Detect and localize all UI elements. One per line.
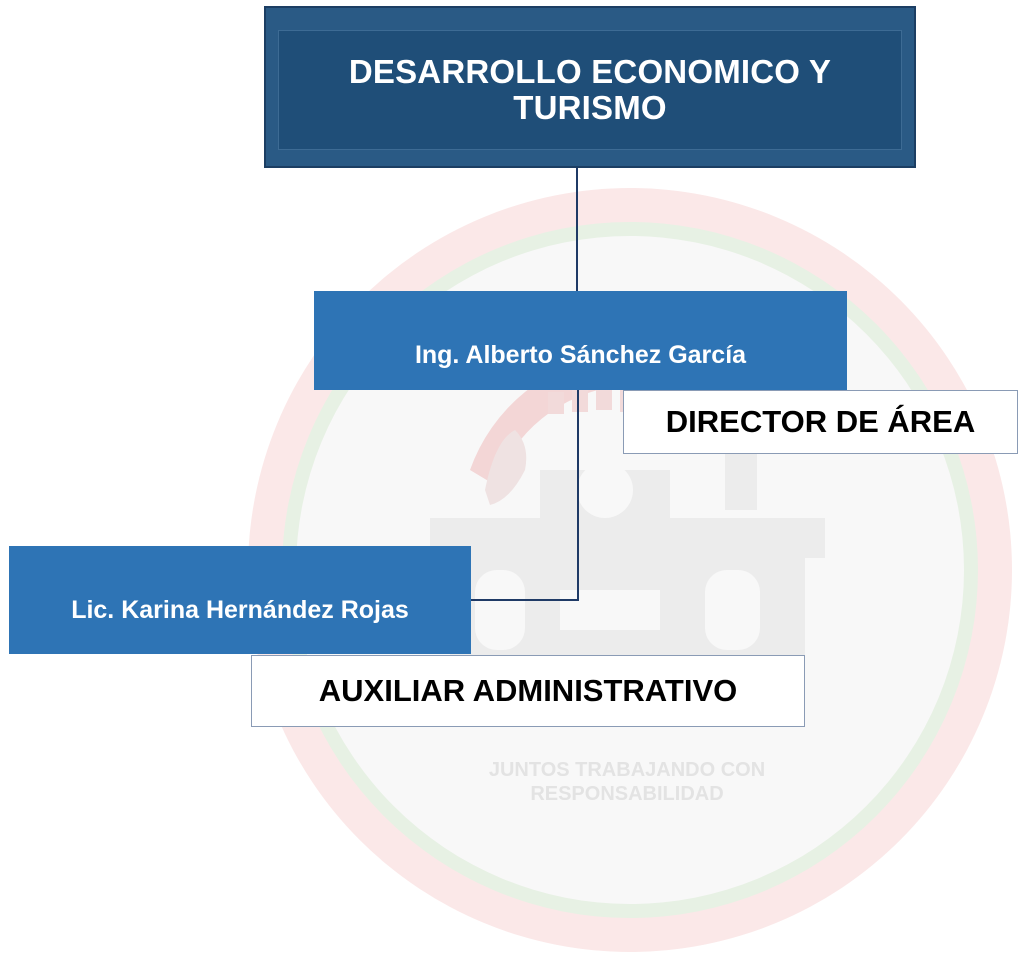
seal-slogan-line2: RESPONSABILIDAD: [530, 783, 723, 805]
director-name: Ing. Alberto Sánchez García: [414, 341, 747, 369]
seal-horseman: [485, 430, 527, 505]
connector-to-assistant: [471, 599, 579, 601]
assistant-role-box: AUXILIAR ADMINISTRATIVO: [251, 655, 805, 727]
seal-slogan-line1: JUNTOS TRABAJANDO CON: [489, 759, 765, 781]
department-box: DESARROLLO ECONOMICO Y TURISMO: [264, 6, 916, 168]
director-name-box: Ing. Alberto Sánchez García: [314, 291, 847, 390]
director-role-box: DIRECTOR DE ÁREA: [623, 390, 1018, 454]
assistant-name-box: Lic. Karina Hernández Rojas: [9, 546, 471, 654]
director-role: DIRECTOR DE ÁREA: [665, 404, 976, 439]
assistant-name: Lic. Karina Hernández Rojas: [71, 595, 409, 624]
assistant-role: AUXILIAR ADMINISTRATIVO: [318, 673, 738, 708]
department-box-inner: DESARROLLO ECONOMICO Y TURISMO: [278, 30, 902, 150]
connector-director-down: [577, 390, 579, 601]
seal-building-arches: [475, 570, 760, 650]
connector-department-to-director: [576, 168, 578, 291]
department-title: DESARROLLO ECONOMICO Y TURISMO: [348, 53, 832, 126]
